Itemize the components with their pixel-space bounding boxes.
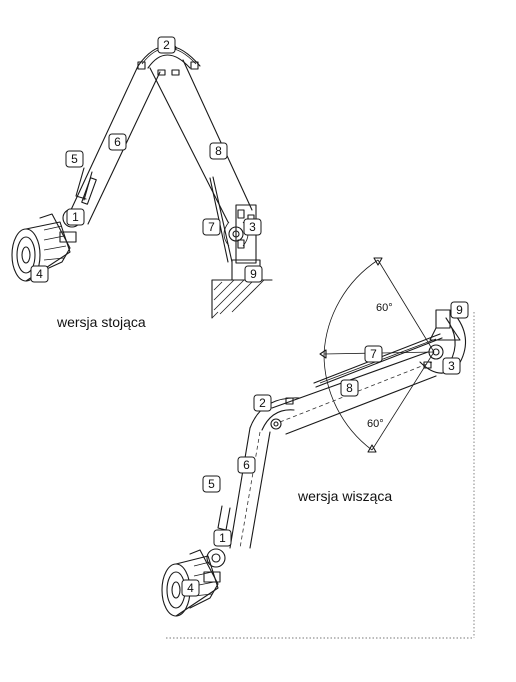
handle-5-hanging <box>217 505 231 531</box>
floor-base <box>211 279 273 319</box>
svg-text:8: 8 <box>215 144 222 158</box>
svg-text:4: 4 <box>187 581 194 595</box>
angle-label-upper: 60° <box>376 302 393 314</box>
arm-8 <box>149 59 253 223</box>
callout-9: 9 <box>244 265 263 283</box>
svg-text:1: 1 <box>219 531 226 545</box>
caption-hanging: wersja wisząca <box>297 488 392 504</box>
callout-5-hanging: 5 <box>202 475 221 493</box>
callout-3-hanging: 3 <box>442 357 461 375</box>
callout-2-hanging: 2 <box>253 394 272 412</box>
svg-text:2: 2 <box>163 38 170 52</box>
callout-8: 8 <box>209 142 228 160</box>
callout-7-hanging: 7 <box>364 345 383 363</box>
svg-text:5: 5 <box>208 477 215 491</box>
svg-text:7: 7 <box>208 220 215 234</box>
joint-3-hanging <box>419 344 459 374</box>
arm-6-hanging <box>229 427 271 549</box>
callout-6-hanging: 6 <box>237 456 256 474</box>
callout-8-hanging: 8 <box>340 379 359 397</box>
callout-1: 1 <box>66 208 85 226</box>
svg-text:1: 1 <box>72 210 79 224</box>
caption-standing: wersja stojąca <box>56 314 146 330</box>
svg-text:3: 3 <box>448 359 455 373</box>
callout-6: 6 <box>108 133 127 151</box>
callout-3: 3 <box>243 218 262 236</box>
callout-4: 4 <box>30 265 49 283</box>
handle-5 <box>75 167 97 205</box>
callout-1-hanging: 1 <box>213 529 232 547</box>
svg-text:6: 6 <box>114 135 121 149</box>
svg-text:3: 3 <box>249 220 256 234</box>
svg-text:9: 9 <box>250 267 257 281</box>
wall <box>166 312 475 639</box>
svg-text:9: 9 <box>456 303 463 317</box>
callout-9-hanging: 9 <box>450 301 469 319</box>
callout-7: 7 <box>202 218 221 236</box>
callout-2: 2 <box>157 36 176 54</box>
callout-5: 5 <box>65 150 84 168</box>
svg-text:2: 2 <box>259 396 266 410</box>
callout-4-hanging: 4 <box>181 579 200 597</box>
angle-label-lower: 60° <box>367 418 384 430</box>
svg-text:7: 7 <box>370 347 377 361</box>
standing-version: 2 6 5 8 1 7 3 4 <box>11 36 273 330</box>
svg-text:8: 8 <box>346 381 353 395</box>
svg-text:6: 6 <box>243 458 250 472</box>
svg-text:5: 5 <box>71 152 78 166</box>
svg-text:4: 4 <box>36 267 43 281</box>
hanging-version: 60° 60° <box>161 257 475 639</box>
hood-4 <box>11 213 71 282</box>
